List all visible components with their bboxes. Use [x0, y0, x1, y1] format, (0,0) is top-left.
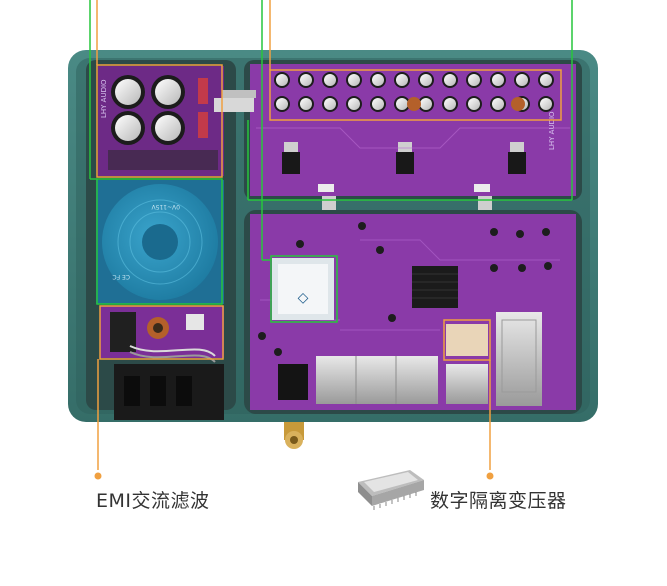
capacitor-bank — [108, 75, 218, 170]
voltage-regulators — [282, 142, 526, 192]
caption-emi-filter: EMI交流滤波 — [96, 490, 210, 512]
svg-text:LHY AUDIO: LHY AUDIO — [548, 111, 556, 150]
svg-text:CE FC: CE FC — [112, 273, 130, 280]
rj45-transformer-module-icon — [358, 470, 424, 510]
small-capacitors — [258, 222, 552, 356]
svg-text:0V~115V: 0V~115V — [151, 203, 180, 210]
isolation-transformer-chip — [446, 324, 488, 356]
svg-text:LHY AUDIO: LHY AUDIO — [100, 79, 108, 118]
callout-highlights — [96, 64, 562, 361]
sfp-cage — [496, 312, 542, 406]
callout-lines — [89, 0, 573, 470]
capacitor-row — [274, 72, 554, 112]
ethernet-ports — [278, 312, 542, 406]
svg-text:◇: ◇ — [298, 290, 309, 306]
heatsink — [412, 266, 458, 308]
callout-dot-transformer — [486, 472, 494, 480]
caption-digital-isolation-transformer: 数字隔离变压器 — [430, 490, 567, 512]
callout-dot-emi — [94, 472, 102, 480]
